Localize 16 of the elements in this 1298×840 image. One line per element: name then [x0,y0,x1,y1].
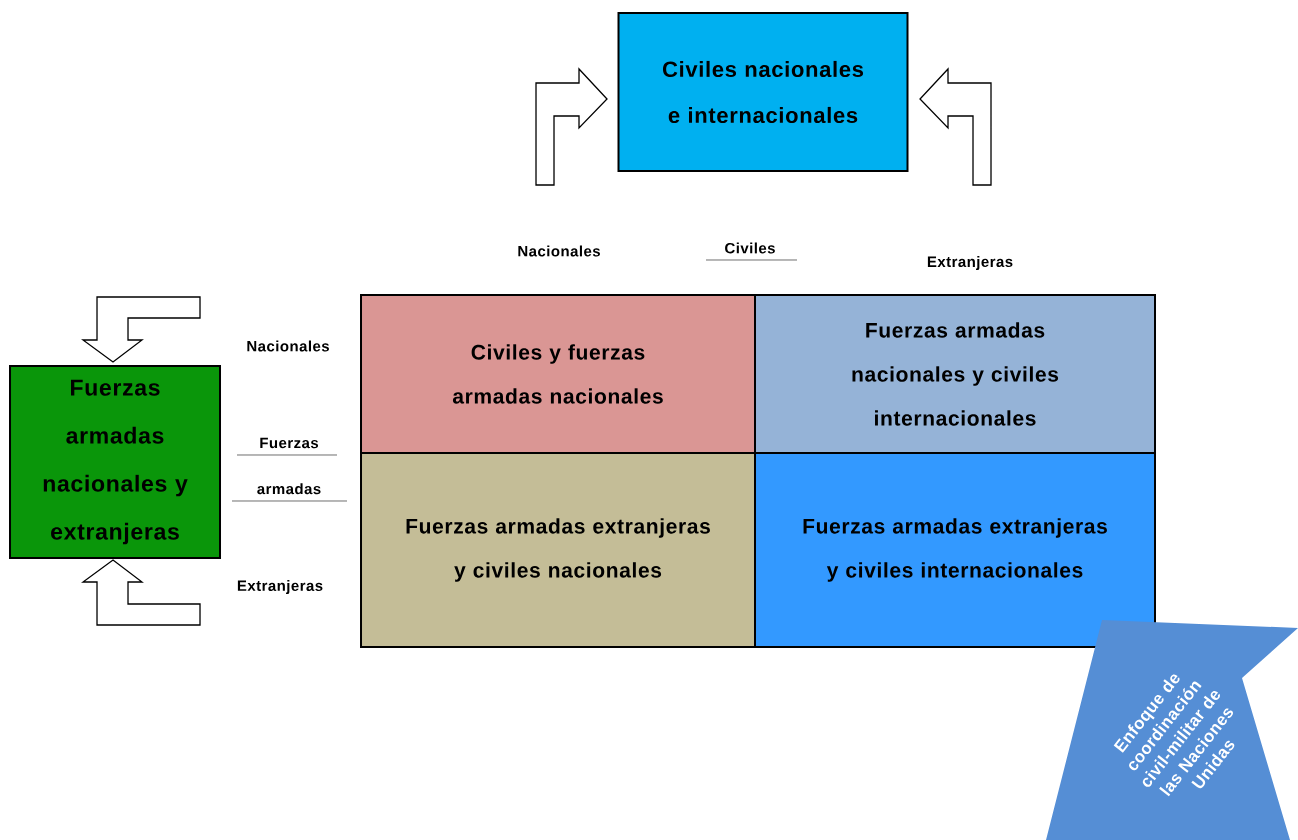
hollow-arrow [81,559,201,626]
category-box: Fuerzas armadas nacionales y extranjeras [9,365,221,559]
axis-label: Fuerzas armadas [231,437,348,502]
axis-label: Extranjeras [927,256,1013,270]
axis-label: Nacionales [518,245,600,257]
axis-label: Extranjeras [237,580,323,594]
category-box: Civiles nacionales e internacionales [617,12,909,172]
grid-cell: Fuerzas armadas extranjeras y civiles nacionales [360,452,756,648]
grid-cell: Fuerzas armadas nacionales y civiles internacionales [754,294,1156,454]
hollow-arrow [535,67,608,186]
hollow-arrow [919,67,992,186]
axis-label: Nacionales [247,340,329,352]
hollow-arrow [81,296,201,363]
grid-cell: Fuerzas armadas extranjeras y civiles internacionales [754,452,1156,648]
axis-label: Civiles [705,242,798,261]
grid-cell: Civiles y fuerzas armadas nacionales [360,294,756,454]
